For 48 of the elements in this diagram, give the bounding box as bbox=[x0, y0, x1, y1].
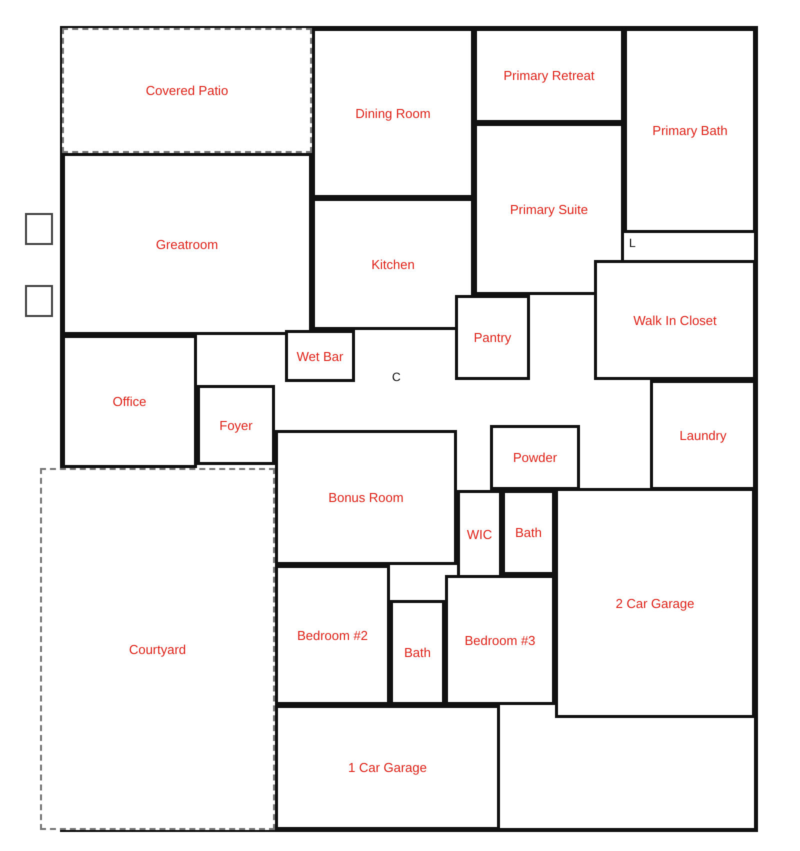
room-outline bbox=[40, 468, 275, 830]
room-name: Powder bbox=[512, 450, 558, 465]
room-outline bbox=[555, 488, 755, 718]
room-outline bbox=[390, 600, 445, 705]
room-outline bbox=[312, 28, 474, 198]
room-outline bbox=[445, 575, 555, 705]
room-outline bbox=[650, 380, 756, 490]
room-outline bbox=[275, 705, 500, 830]
room-name: Pantry bbox=[474, 330, 512, 345]
room-name: Walk In Closet bbox=[633, 312, 717, 328]
room-name: 2 Car Garage bbox=[616, 596, 694, 610]
room-name: Covered Patio bbox=[146, 83, 228, 98]
room-name: Bonus Room bbox=[328, 490, 404, 505]
room-name: Bedroom #3 bbox=[464, 632, 536, 648]
room-outline bbox=[457, 490, 502, 578]
room-name: Bath bbox=[404, 645, 431, 660]
room-outline bbox=[275, 565, 390, 705]
room-name: Greatroom bbox=[156, 236, 218, 252]
room-name: Primary Bath bbox=[652, 123, 728, 138]
room-outline bbox=[474, 123, 624, 295]
room-name: Primary Retreat bbox=[503, 68, 595, 83]
fixture-letter: C bbox=[392, 370, 401, 384]
room-name: Primary Suite bbox=[510, 202, 588, 216]
fixture-letter: L bbox=[629, 236, 636, 250]
room-outline bbox=[62, 28, 312, 153]
room-outline bbox=[490, 425, 580, 490]
room-outline bbox=[594, 260, 756, 380]
room-outline bbox=[285, 330, 355, 382]
room-name: Wet Bar bbox=[296, 348, 344, 364]
room-outline bbox=[62, 153, 312, 335]
room-name: Foyer bbox=[219, 418, 253, 432]
room-outline bbox=[455, 295, 530, 380]
room-outline bbox=[474, 28, 624, 123]
room-outline bbox=[624, 28, 756, 233]
room-name: Kitchen bbox=[371, 256, 415, 272]
room-name: Laundry bbox=[680, 428, 726, 442]
room-name: Bedroom #2 bbox=[297, 628, 368, 642]
room-outline bbox=[62, 335, 197, 468]
room-name: Courtyard bbox=[128, 642, 186, 656]
room-name: 1 Car Garage bbox=[348, 760, 427, 775]
room-outline bbox=[312, 198, 474, 330]
room-outline bbox=[275, 430, 457, 565]
room-outline bbox=[197, 385, 275, 465]
room-name: Dining Room bbox=[355, 106, 431, 120]
room-outline bbox=[502, 490, 555, 575]
room-name: WIC bbox=[466, 526, 492, 542]
room-name: Office bbox=[112, 394, 146, 409]
room-name: Bath bbox=[515, 525, 542, 540]
